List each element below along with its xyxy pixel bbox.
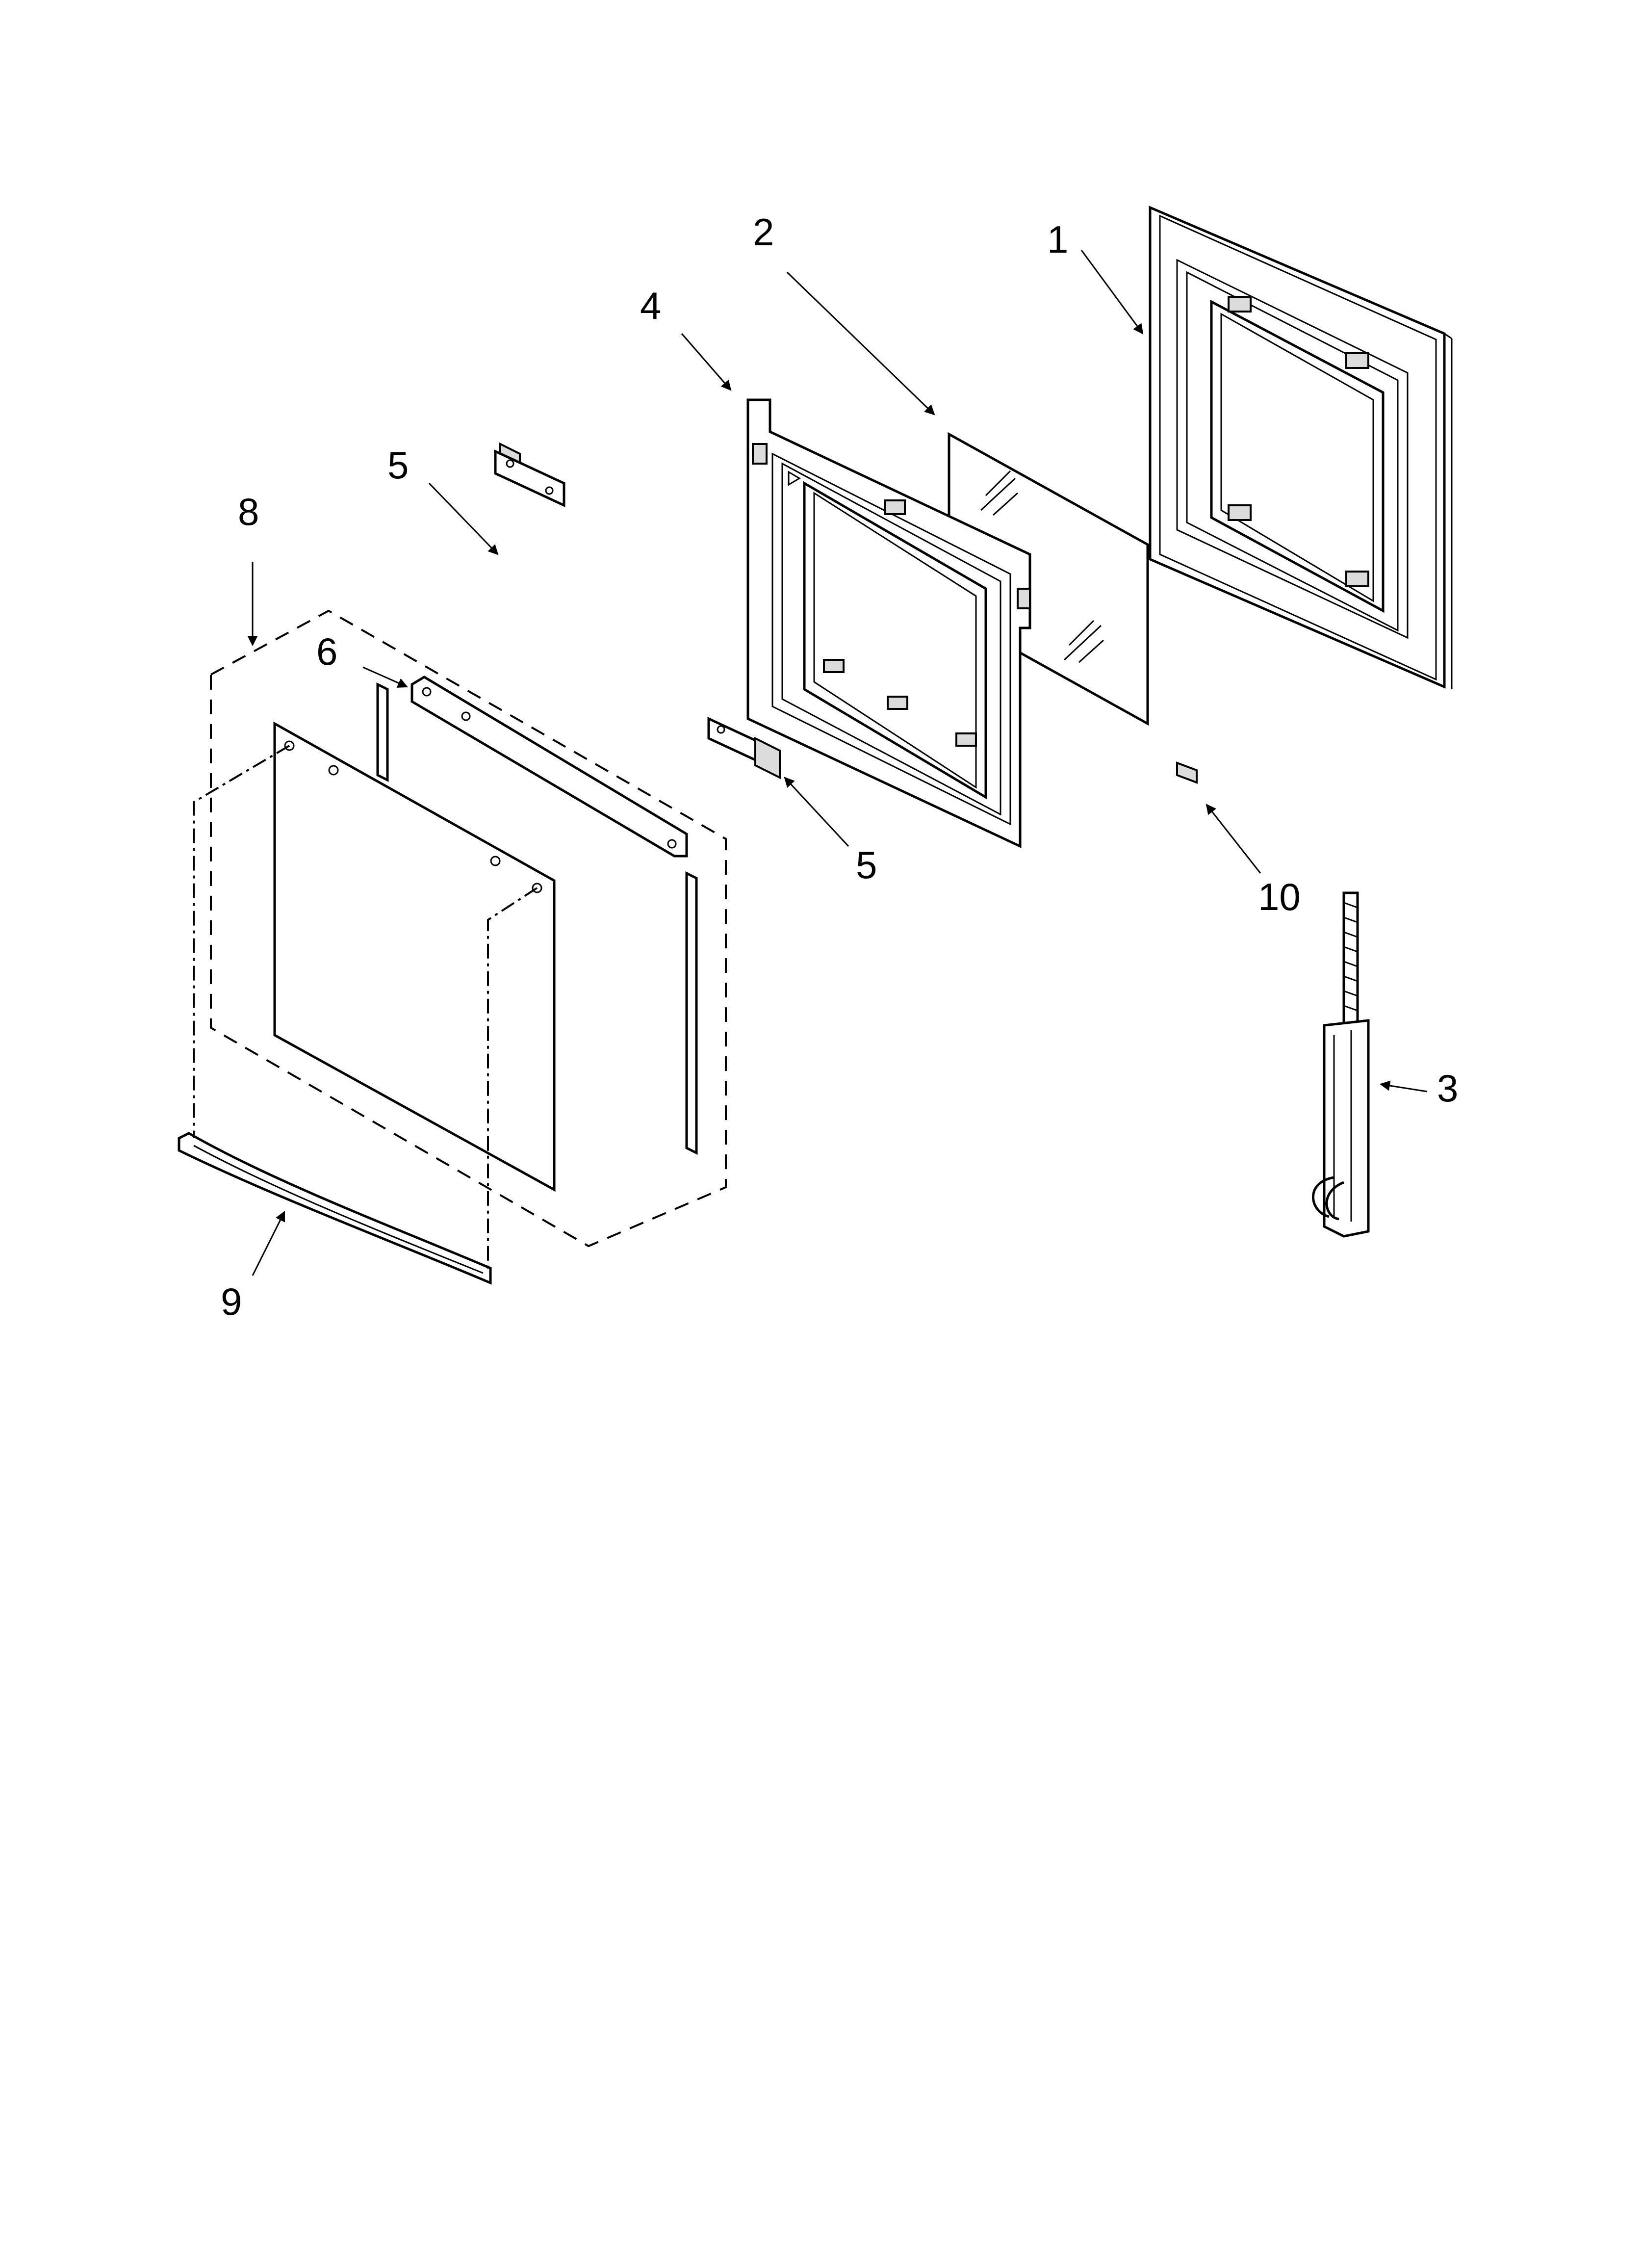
part-4-inner-door-frame [746,398,1031,848]
part-6-top-trim-strip [410,676,688,858]
callout-10: 10 [1258,875,1301,918]
callout-8: 8 [238,490,259,533]
part-5-hinge-bracket-lower [707,717,781,780]
callout-1: 1 [1047,218,1068,261]
callout-labels: 1 2 3 4 5 5 6 8 9 10 [221,210,1458,1323]
leader-lines [247,250,1428,1276]
front-glass-panel [273,721,556,1192]
callout-2: 2 [753,210,774,254]
part-8-outer-door-assembly-outline [210,609,727,1248]
callout-5-lower: 5 [856,843,877,886]
part-1-outer-door-panel [1149,206,1453,689]
part-5-hinge-bracket-upper [494,442,565,507]
side-trim-right [685,871,698,1155]
callout-3: 3 [1437,1067,1458,1110]
part-9-door-handle [178,1132,492,1285]
callout-5-upper: 5 [387,443,409,487]
callout-9: 9 [221,1280,242,1323]
callout-4: 4 [640,284,661,327]
part-3-door-hinge [1312,891,1370,1238]
side-trim-left [376,682,389,782]
alignment-lines [193,745,538,1271]
part-10-clip [1176,761,1198,784]
callout-6: 6 [316,630,337,673]
